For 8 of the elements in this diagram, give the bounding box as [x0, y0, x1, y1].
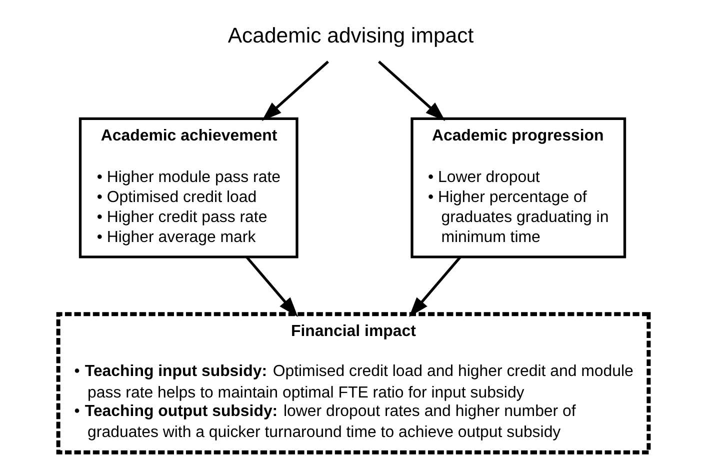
arrow [409, 256, 462, 317]
node-box: Financial impact • Teaching input subsidy: Optimised credit load and higher credit and module pass rate helps to maintain optimal FTE ratio for input subsidy • Teaching output subsidy: lower dropout rates and higher number of graduates with a quicker turnaround time to achieve output subsidy [56, 312, 651, 454]
arrow [246, 256, 298, 317]
arrow [262, 60, 329, 122]
node-box: Academic progression • Lower dropout • Higher percentage of graduates graduating in minimum time [410, 117, 626, 258]
node-text: Academic advising impact [228, 24, 474, 48]
arrow [378, 60, 446, 122]
node-box: Academic achievement • Higher module pass rate • Optimised credit load • Higher credit pass rate • Higher average mark [78, 117, 298, 258]
